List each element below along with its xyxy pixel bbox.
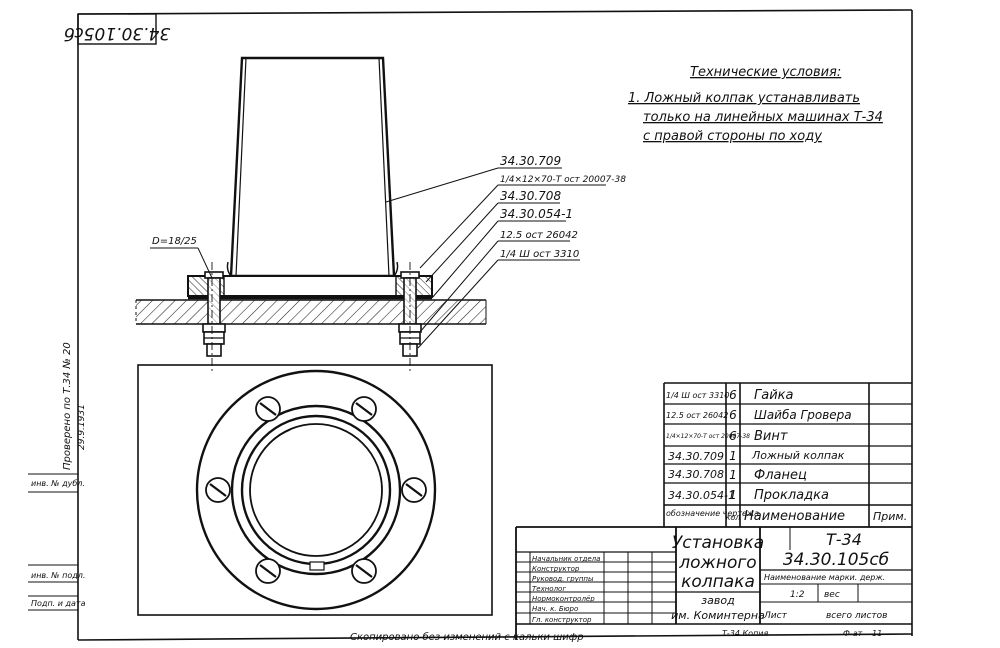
checked-note: Проверено по Т.34 № 20 [62,342,73,470]
side-notes: Проверено по Т.34 № 20 29.9.1931 [62,342,87,470]
title-line-2: ложного [678,553,756,573]
notes-line-3: с правой стороны по ходу [643,129,822,144]
factory-line-2: им. Коминтерна [671,609,765,622]
bom-qty: 6 [729,429,737,443]
bom-row: 34.30.054-1 1 Прокладка [668,488,829,503]
bom-name: Прокладка [754,488,829,503]
role-label: Нормоконтролёр [532,595,595,603]
bom-qty: 1 [729,449,737,463]
role-label: Нач. к. Бюро [532,605,578,613]
bom-designation: 34.30.708 [668,468,724,481]
weight-label: вес [824,590,840,600]
machine-label: Т-34 [826,530,862,549]
plan-bolt [351,396,377,422]
plan-bolt [205,477,231,503]
role-label: Технолог [532,585,566,593]
plan-bolt [401,477,427,503]
footer-stamp: Скопировано без изменений с кальки шифр [350,631,584,643]
callout-washer: 12.5 ост 26042 [500,230,578,241]
callout-gasket: 34.30.054-1 [500,207,573,221]
sheets-label: всего листов [826,611,888,621]
callout-labels: 34.30.709 1/4×12×70-Т ост 20007-38 34.30… [152,154,626,260]
date-note: 29.9.1931 [77,404,87,450]
factory-line-1: завод [701,594,734,607]
bom-designation: 1/4 Ш ост 3310 [666,391,729,400]
callout-cap: 34.30.709 [500,154,561,168]
bom-row: 12.5 ост 26042 6 Шайба Гровера [666,408,852,422]
bom-designation: 1/4×12×70-Т ост 20007-38 [666,433,750,440]
title-line-1: Установка [672,533,764,553]
callout-hole: D=18/25 [152,236,197,247]
bom-designation: 34.30.709 [668,450,724,463]
scale-value: 1:2 [790,590,805,600]
plan-bolt [255,558,281,584]
callout-screw: 1/4×12×70-Т ост 20007-38 [500,175,626,185]
callout-leaders [150,167,606,349]
code-subtitle: Наименование марки. держ. [764,573,885,582]
cap-side-view [135,56,487,372]
notes-heading: Технические условия: [690,65,841,80]
bom-name: Фланец [754,468,807,483]
left-margin-block: инв. № дубл. инв. № подл. Подп. и дата [28,473,86,611]
callout-nut: 1/4 Ш ост 3310 [500,249,579,260]
role-label: Руковод. группы [532,575,594,583]
copy-stamp: Т-34 Копия [722,629,769,638]
bom-qty: 6 [729,408,737,422]
bom-row: 1/4×12×70-Т ост 20007-38 6 Винт [666,429,788,444]
plan-bolt [255,396,281,422]
bom-designation: 34.30.054-1 [668,489,735,502]
role-label: Начальник отдела [532,555,600,563]
plan-bolt [351,558,377,584]
title-line-3: колпака [681,572,755,592]
format-label: Ф-ат [843,629,863,638]
bom-table: 1/4 Ш ост 3310 6 Гайка 12.5 ост 26042 6 … [663,382,912,527]
bom-row: 1/4 Ш ост 3310 6 Гайка [666,388,794,403]
drawing-title: Установка ложного колпака [672,533,764,592]
notes-line-2: только на линейных машинах Т-34 [643,110,883,125]
margin-row-2: инв. № подл. [31,571,85,580]
title-block-roles: Начальник отдела Конструктор Руковод. гр… [532,555,600,624]
sheet-frame [77,9,913,641]
callout-flange: 34.30.708 [500,189,561,203]
bom-row: 34.30.709 1 Ложный колпак [668,449,845,463]
bom-qty: 6 [729,388,737,402]
margin-row-3: Подп. и дата [31,599,86,608]
sheet-label: Лист [763,611,788,621]
role-label: Гл. конструктор [532,616,592,624]
bom-name: Шайба Гровера [754,408,852,422]
role-label: Конструктор [532,565,580,573]
bom-qty: 1 [729,468,737,482]
bom-header-note: Прим. [873,510,907,523]
corner-code-stamp: 34.30.105сб [64,13,170,45]
title-block: Начальник отдела Конструктор Руковод. гр… [515,526,912,640]
bom-header: обозначение чертежа кол Наименование При… [666,509,907,524]
technical-notes: Технические условия: 1. Ложный колпак ус… [628,65,883,144]
bom-name: Гайка [754,388,794,403]
bom-row: 34.30.708 1 Фланец [668,468,807,483]
bom-designation: 12.5 ост 26042 [666,411,728,420]
bom-header-qty: кол [726,513,741,522]
format-value: 11 [872,629,882,638]
margin-row-1: инв. № дубл. [31,479,85,488]
bom-header-designation: обозначение чертежа [666,509,759,518]
flange-plan-view [137,364,493,616]
bom-name: Ложный колпак [751,449,845,462]
bom-qty: 1 [729,488,737,502]
drawing-code: 34.30.105сб [783,550,889,570]
notes-line-1: 1. Ложный колпак устанавливать [628,91,860,106]
bom-name: Винт [754,429,788,444]
corner-code: 34.30.105сб [64,23,170,43]
bom-header-name: Наименование [744,509,845,524]
